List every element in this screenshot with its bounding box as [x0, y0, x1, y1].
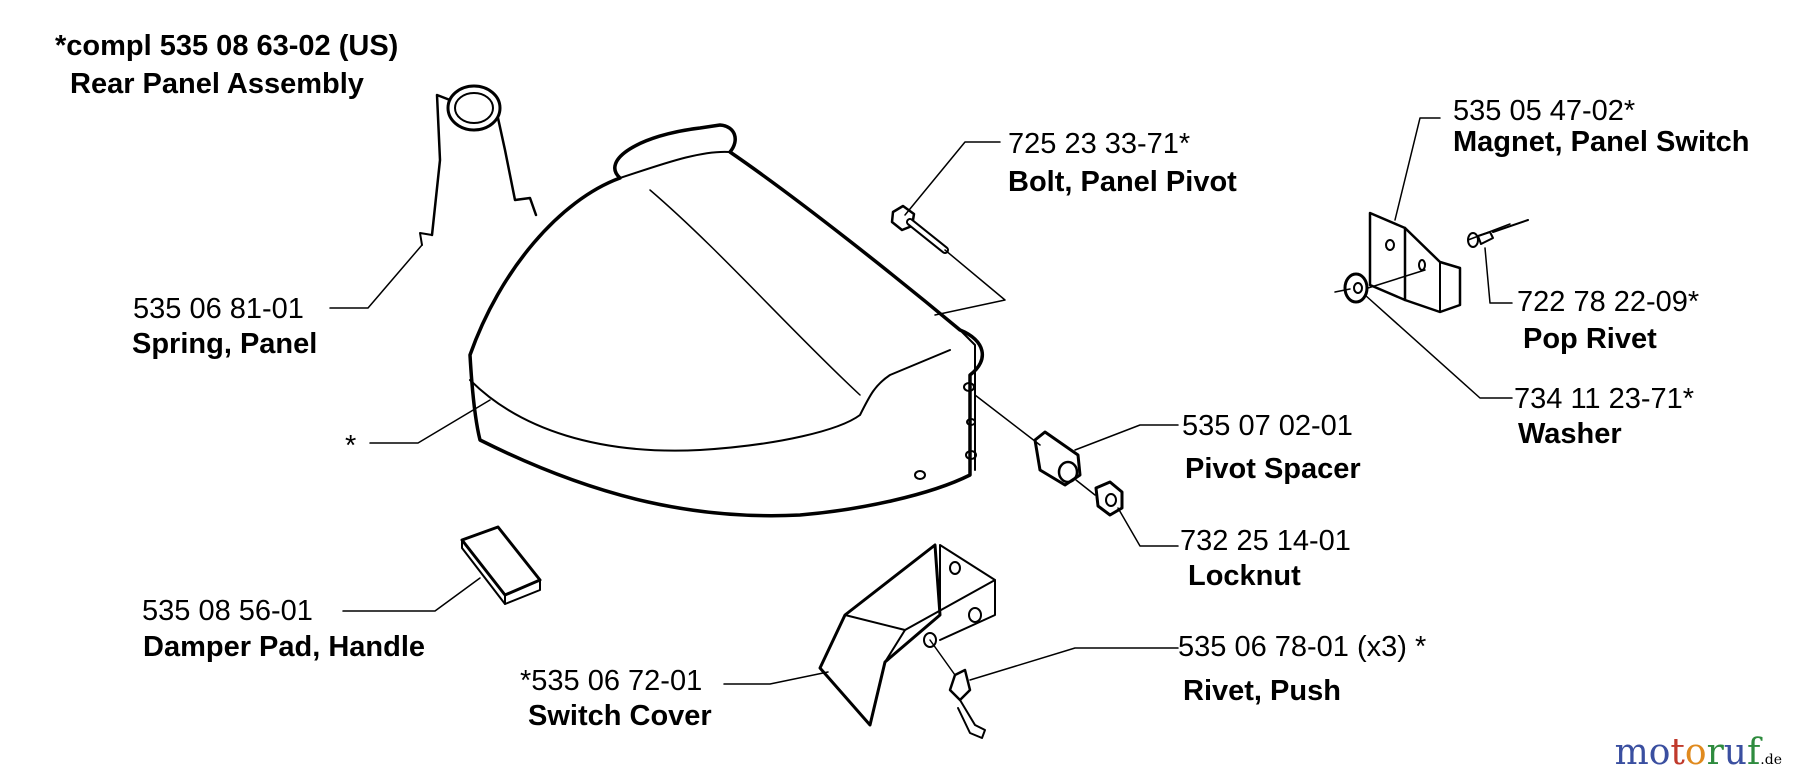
- pop-rivet-part: [1467, 219, 1529, 248]
- magnet-part-name: Magnet, Panel Switch: [1453, 126, 1750, 158]
- switch-cover-part-name: Switch Cover: [528, 700, 712, 732]
- magnet-leader: [1394, 117, 1441, 221]
- pivot-spacer-part-name: Pivot Spacer: [1185, 453, 1361, 485]
- watermark-letter: f: [1746, 732, 1761, 773]
- spring-leader: [329, 244, 423, 309]
- panel-part-number: *: [345, 430, 357, 462]
- watermark-letter: u: [1723, 732, 1747, 773]
- spring-part-name: Spring, Panel: [132, 328, 318, 360]
- bolt-panel-pivot-part: [890, 204, 1006, 316]
- push-rivet-leader: [969, 647, 1179, 681]
- bolt-leader: [904, 141, 1001, 216]
- pop-rivet-leader: [1484, 247, 1513, 304]
- pivot-spacer-leader: [1074, 424, 1179, 451]
- locknut-part-name: Locknut: [1188, 560, 1301, 592]
- damper-pad-part-number: 535 08 56-01: [142, 595, 313, 627]
- watermark-letter: t: [1670, 732, 1685, 773]
- damper-pad-part: [460, 525, 542, 605]
- switch-cover-leader: [723, 671, 829, 685]
- washer-part: [1334, 269, 1426, 304]
- motoruf-watermark: motoruf.de: [1615, 735, 1782, 771]
- bolt-part-name: Bolt, Panel Pivot: [1008, 166, 1237, 198]
- pop-rivet-part-name: Pop Rivet: [1523, 323, 1657, 355]
- push-rivet-part: [929, 639, 986, 739]
- watermark-letter: r: [1706, 732, 1724, 773]
- spring-part-number: 535 06 81-01: [133, 293, 304, 325]
- washer-part-name: Washer: [1518, 418, 1622, 450]
- magnet-panel-switch-part: [1368, 211, 1462, 314]
- locknut-part-number: 732 25 14-01: [1180, 525, 1351, 557]
- watermark-letter: m: [1614, 732, 1649, 773]
- push-rivet-part-number: 535 06 78-01 (x3) *: [1178, 631, 1427, 663]
- washer-part-number: 734 11 23-71*: [1514, 383, 1695, 415]
- damper-pad-leader: [342, 577, 481, 612]
- kit-number: *compl 535 08 63-02 (US): [55, 30, 399, 62]
- damper-pad-part-name: Damper Pad, Handle: [143, 631, 426, 663]
- pivot-spacer-part-number: 535 07 02-01: [1182, 410, 1353, 442]
- washer-leader: [1364, 294, 1513, 399]
- locknut-part: [1094, 480, 1124, 517]
- switch-cover-part-number: *535 06 72-01: [520, 665, 703, 697]
- panel-leader: [369, 399, 491, 444]
- magnet-part-number: 535 05 47-02*: [1453, 95, 1636, 127]
- locknut-leader: [1117, 507, 1179, 547]
- watermark-letter: o: [1684, 732, 1707, 773]
- spring-panel-part: [419, 84, 538, 246]
- bolt-part-number: 725 23 33-71*: [1008, 128, 1191, 160]
- leader-lines: [329, 117, 1513, 685]
- rear-panel-part: [468, 123, 985, 518]
- watermark-suffix: .de: [1760, 752, 1782, 768]
- switch-cover-part: [818, 543, 996, 727]
- pop-rivet-part-number: 722 78 22-09*: [1517, 286, 1700, 318]
- pivot-spacer-part: [974, 394, 1096, 496]
- assembly-title: Rear Panel Assembly: [70, 68, 364, 100]
- push-rivet-part-name: Rivet, Push: [1183, 675, 1341, 707]
- watermark-letter: o: [1648, 732, 1671, 773]
